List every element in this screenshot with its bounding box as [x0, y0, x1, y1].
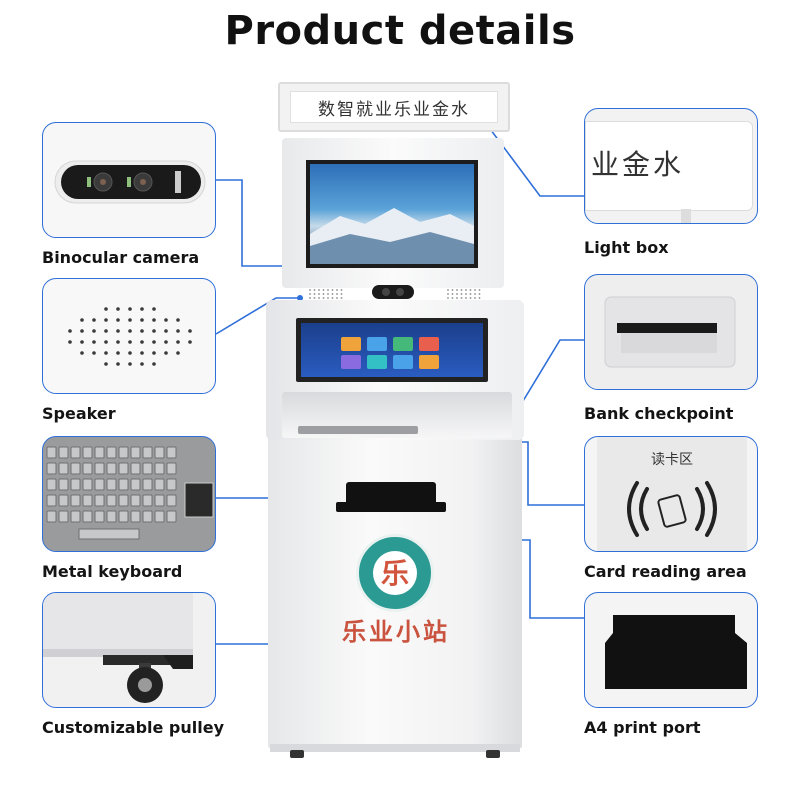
kiosk-foot-left	[290, 750, 304, 758]
light-box-closeup-text: 业金水	[591, 148, 685, 181]
print-slot-icon	[605, 615, 747, 689]
a4-print-label: A4 print port	[584, 718, 701, 737]
kiosk-top-screen	[306, 160, 478, 268]
kiosk-foot-right	[486, 750, 500, 758]
card-reading-label: Card reading area	[584, 562, 747, 581]
lightbox-text: 数智就业乐业金水	[290, 91, 498, 123]
kiosk-brand-text: 乐业小站	[342, 617, 450, 646]
bank-checkpoint-label: Bank checkpoint	[584, 404, 734, 423]
kiosk-lightbox: 数智就业乐业金水	[278, 82, 510, 132]
card-reading-card: 读卡区	[584, 436, 758, 552]
metal-keyboard-label: Metal keyboard	[42, 562, 183, 581]
wheel-icon	[43, 593, 193, 703]
kiosk-speaker-right	[447, 289, 481, 299]
kiosk-camera	[372, 285, 414, 299]
kiosk-keyboard-tray	[282, 392, 512, 438]
contactless-card-icon	[627, 481, 717, 537]
kiosk-touch-screen	[296, 318, 488, 382]
metal-keyboard-card	[42, 436, 216, 552]
pulley-card	[42, 592, 216, 708]
kiosk-logo: 乐	[356, 534, 434, 612]
speaker-grille-icon	[68, 307, 192, 366]
camera-icon	[54, 160, 206, 204]
page-title: Product details	[224, 8, 576, 54]
binocular-camera-label: Binocular camera	[42, 248, 200, 267]
kiosk-print-slot	[336, 482, 446, 512]
card-reader-zone-text: 读卡区	[651, 452, 693, 468]
light-box-label: Light box	[584, 238, 669, 257]
pulley-label: Customizable pulley	[42, 718, 225, 737]
svg-text:乐: 乐	[381, 557, 409, 590]
kiosk-base	[270, 744, 520, 752]
bank-checkpoint-card	[584, 274, 758, 390]
kiosk-speaker-left	[309, 289, 343, 299]
card-slot-icon	[604, 296, 736, 368]
a4-print-card	[584, 592, 758, 708]
speaker-card	[42, 278, 216, 394]
light-box-card: 业金水	[584, 108, 758, 224]
keyboard-icon	[46, 446, 214, 540]
binocular-camera-card	[42, 122, 216, 238]
speaker-label: Speaker	[42, 404, 116, 423]
